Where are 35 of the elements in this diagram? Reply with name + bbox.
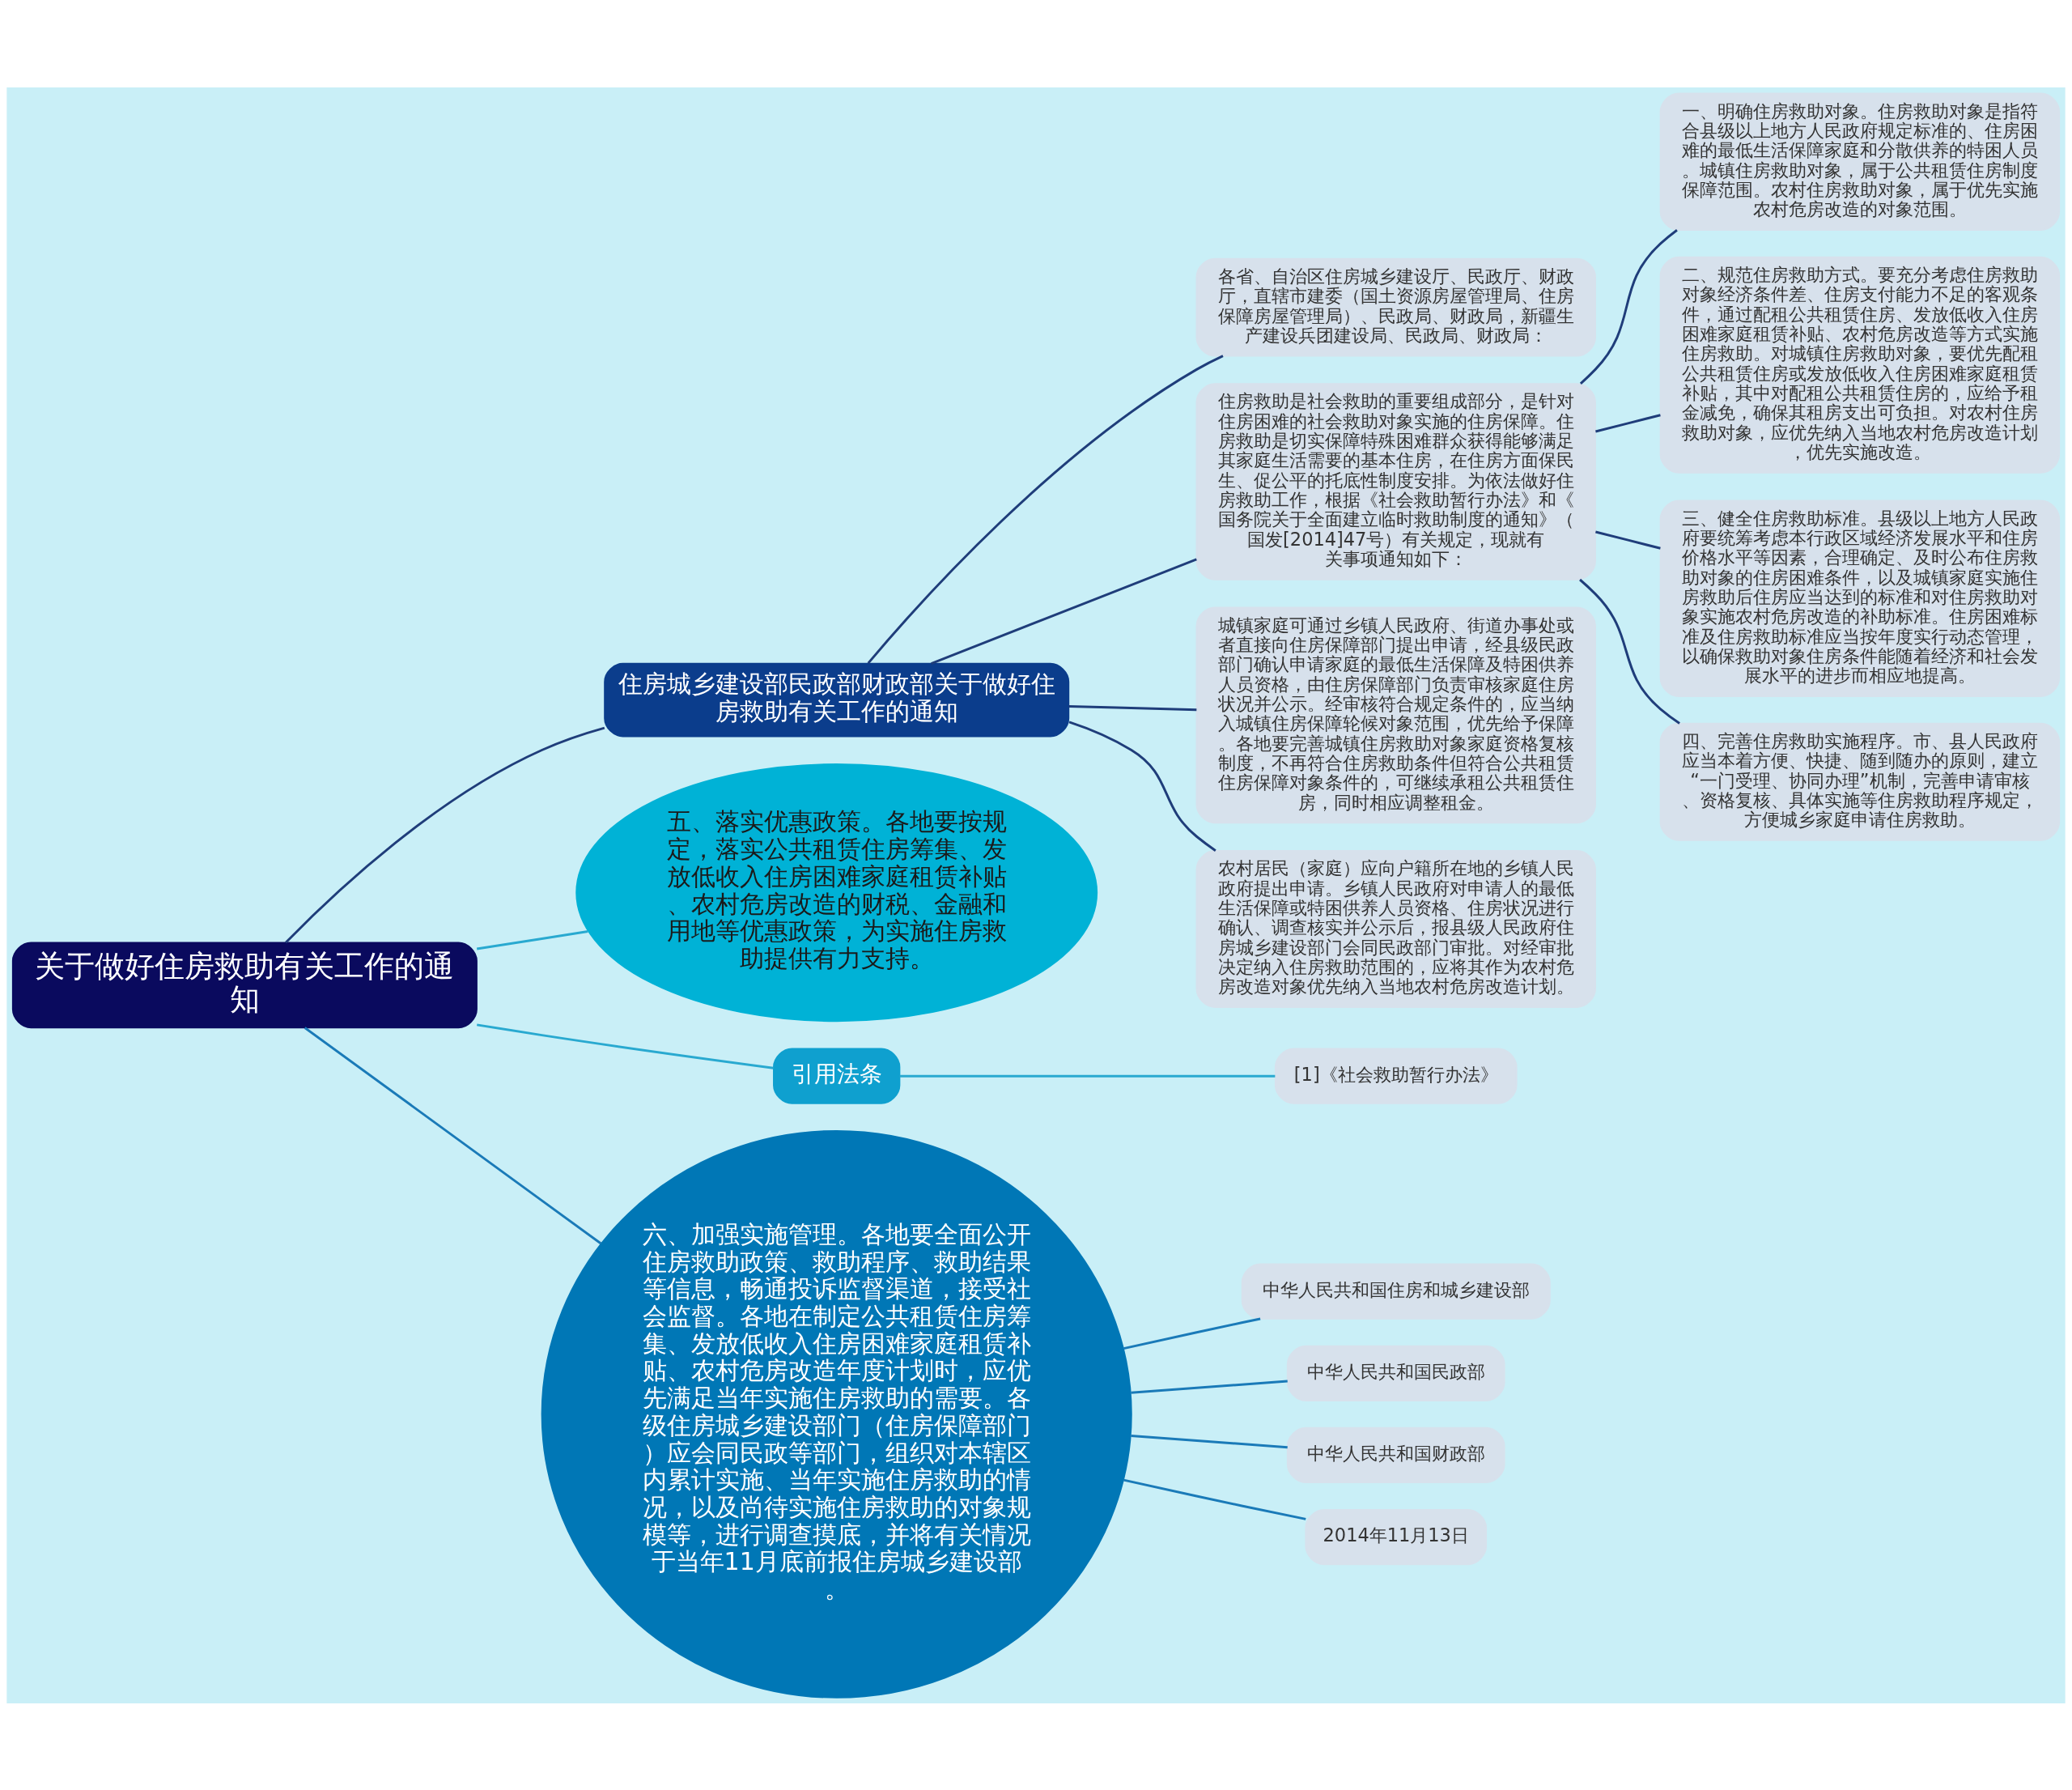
connector bbox=[1579, 578, 1680, 725]
node-box: 关于做好住房救助有关工作的通知 bbox=[11, 941, 478, 1028]
node-box: 中华人民共和国财政部 bbox=[1286, 1426, 1505, 1483]
connector bbox=[931, 558, 1197, 665]
connector bbox=[1579, 228, 1678, 385]
node-box: 一、明确住房救助对象。住房救助对象是指符合县级以上地方人民政府规定标准的、住房困难的最低生活保障家庭和分散供养的特困人员。城镇住房救助对象，属于公共租赁住房制度保障范围。农村住房救助对象，属于优先实施农村危房改造的对象范围。 bbox=[1659, 92, 2061, 231]
node-box: 中华人民共和国住房和城乡建设部 bbox=[1241, 1263, 1551, 1320]
node-box: 住房救助是社会救助的重要组成部分，是针对住房困难的社会救助对象实施的住房保障。住房救助是切实保障特殊困难群众获得能够满足其家庭生活需要的基本住房，在住房方面保民生、促公平的托底性制度安排。为依法做好住房救助工作，根据《社会救助暂行办法》和《国务院关于全面建立临时救助制度的通知》（国发[2014]47号）有关规定，现就有关事项通知如下： bbox=[1195, 382, 1596, 580]
node-box: 中华人民共和国民政部 bbox=[1286, 1345, 1505, 1401]
connector bbox=[285, 726, 605, 943]
node-box: 二、规范住房救助方式。要充分考虑住房救助对象经济条件差、住房支付能力不足的客观条件，通过配租公共租赁住房、发放低收入住房困难家庭租赁补贴、农村危房改造等方式实施住房救助。对城镇住房救助对象，要优先配租公共租赁住房或发放低收入住房困难家庭租赁补贴，其中对配租公共租赁住房的，应给予租金减免，确保其租房支出可负担。对农村住房救助对象，应优先纳入当地农村危房改造计划，优先实施改造。 bbox=[1659, 256, 2061, 474]
connector bbox=[1123, 1317, 1261, 1350]
node-box: 四、完善住房救助实施程序。市、县人民政府应当本着方便、快捷、随到随办的原则，建立“一门受理、协同办理”机制，完善申请审核、资格复核、具体实施等住房救助程序规定，方便城乡家庭申请住房救助。 bbox=[1659, 722, 2061, 841]
connector bbox=[304, 1026, 602, 1244]
node-circle: 六、加强实施管理。各地要全面公开住房救助政策、救助程序、救助结果等信息，畅通投诉监督渠道，接受社会监督。各地在制定公共租赁住房筹集、发放低收入住房困难家庭租赁补贴、农村危房改造年度计划时，应优先满足当年实施住房救助的需要。各级住房城乡建设部门（住房保障部门）应会同民政等部门，组织对本辖区内累计实施、当年实施住房救助的情况，以及尚待实施住房救助的对象规模等，进行调查摸底，并将有关情况于当年11月底前报住房城乡建设部。 bbox=[541, 1129, 1132, 1699]
connector bbox=[1595, 530, 1661, 550]
connector bbox=[1131, 1380, 1288, 1394]
node-box: [1]《社会救助暂行办法》 bbox=[1274, 1048, 1518, 1104]
connector bbox=[1595, 413, 1661, 432]
node-box: 引用法条 bbox=[773, 1048, 901, 1104]
connector bbox=[1068, 721, 1216, 852]
node-ellipse: 五、落实优惠政策。各地要按规定，落实公共租赁住房筹集、发放低收入住房困难家庭租赁补贴、农村危房改造的财税、金融和用地等优惠政策，为实施住房救助提供有力支持。 bbox=[575, 763, 1098, 1022]
connector bbox=[476, 929, 588, 950]
connector bbox=[1131, 1434, 1288, 1448]
connector bbox=[867, 354, 1224, 664]
node-box: 各省、自治区住房城乡建设厅、民政厅、财政厅，直辖市建委（国土资源房屋管理局、住房保障房屋管理局）、民政局、财政局，新疆生产建设兵团建设局、民政局、财政局： bbox=[1195, 257, 1596, 356]
node-box: 住房城乡建设部民政部财政部关于做好住房救助有关工作的通知 bbox=[604, 662, 1070, 738]
connector bbox=[477, 1023, 774, 1069]
connector bbox=[899, 1074, 1276, 1078]
node-box: 城镇家庭可通过乡镇人民政府、街道办事处或者直接向住房保障部门提出申请，经县级民政部门确认申请家庭的最低生活保障及特困供养人员资格，由住房保障部门负责审核家庭住房状况并公示。经审核符合规定条件的，应当纳入城镇住房保障轮候对象范围，优先给予保障。各地要完善城镇住房救助对象家庭资格复核制度，不再符合住房救助条件但符合公共租赁住房保障对象条件的，可继续承租公共租赁住房，同时相应调整租金。 bbox=[1195, 606, 1596, 823]
node-box: 农村居民（家庭）应向户籍所在地的乡镇人民政府提出申请。乡镇人民政府对申请人的最低生活保障或特困供养人员资格、住房状况进行确认、调查核实并公示后，报县级人民政府住房城乡建设部门会同民政部门审批。对经审批决定纳入住房救助范围的，应将其作为农村危房改造对象优先纳入当地农村危房改造计划。 bbox=[1195, 849, 1596, 1008]
connector bbox=[1068, 704, 1197, 711]
node-box: 三、健全住房救助标准。县级以上地方人民政府要统筹考虑本行政区域经济发展水平和住房价格水平等因素，合理确定、及时公布住房救助对象的住房困难条件，以及城镇家庭实施住房救助后住房应当达到的标准和对住房救助对象实施农村危房改造的补助标准。住房困难标准及住房救助标准应当按年度实行动态管理，以确保救助对象住房条件能随着经济和社会发展水平的进步而相应地提高。 bbox=[1659, 499, 2061, 697]
connector bbox=[1123, 1478, 1306, 1520]
node-box: 2014年11月13日 bbox=[1305, 1508, 1488, 1565]
